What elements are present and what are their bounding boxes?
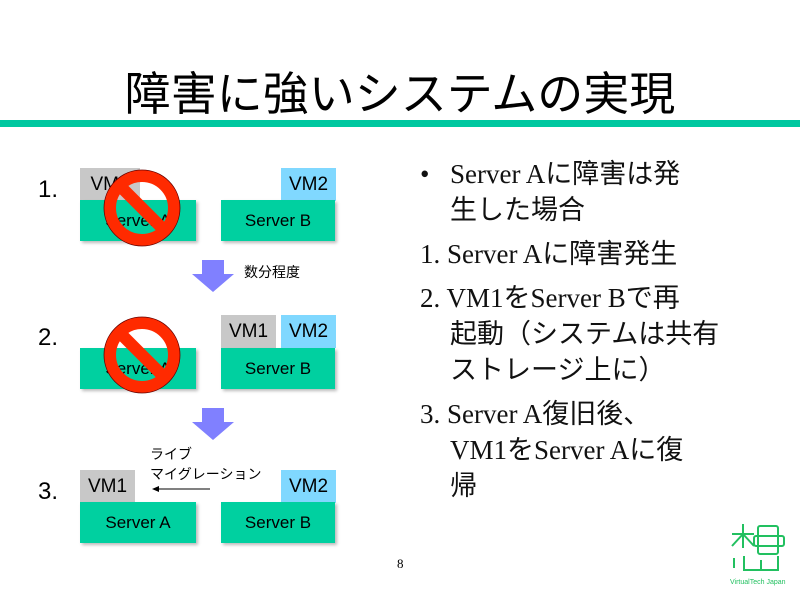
bullet-icon: •	[420, 159, 430, 189]
numbered-item: 2. VM1をServer Bで再	[420, 283, 680, 313]
title-divider	[0, 120, 800, 127]
numbered-item-cont: 起動（システムは共有	[450, 319, 720, 349]
vm1-box: VM1	[80, 470, 135, 503]
server-b-box: Server B	[221, 348, 335, 389]
migration-label: マイグレーション	[150, 466, 262, 482]
bullet-list: • Server Aに障害は発生した場合 1. Server Aに障害発生 2. …	[420, 156, 719, 504]
vm2-box: VM2	[281, 470, 336, 503]
bullet-text: 生した場合	[450, 195, 585, 225]
page-number: 8	[397, 556, 404, 571]
migration-label: ライブ	[150, 446, 192, 462]
virtualtech-logo: VirtualTech Japan	[730, 524, 786, 586]
server-b-box: Server B	[221, 502, 335, 543]
vm2-box: VM2	[281, 315, 336, 348]
slide-title: 障害に強いシステムの実現	[124, 67, 676, 121]
prohibited-icon	[103, 169, 181, 247]
numbered-item-cont: ストレージ上に）	[450, 355, 666, 385]
numbered-item: 3. Server A復旧後、	[420, 399, 651, 429]
svg-text:VirtualTech Japan: VirtualTech Japan	[730, 579, 786, 586]
step-number: 1.	[38, 176, 59, 203]
numbered-item: 1. Server Aに障害発生	[420, 239, 678, 269]
down-arrow-icon	[192, 260, 234, 292]
server-b-box: Server B	[221, 200, 335, 241]
step-number: 2.	[38, 324, 59, 351]
vm1-box: VM1	[221, 315, 276, 348]
down-arrow-icon	[192, 408, 234, 440]
step-number: 3.	[38, 478, 59, 505]
numbered-item-cont: 帰	[450, 471, 477, 501]
server-a-box: Server A	[80, 502, 196, 543]
prohibited-icon	[103, 316, 181, 394]
left-arrow-icon	[152, 486, 210, 492]
vm2-box: VM2	[281, 168, 336, 201]
numbered-item-cont: VM1をServer Aに復	[450, 435, 684, 465]
bullet-text: Server Aに障害は発	[450, 159, 681, 189]
downtime-label: 数分程度	[244, 264, 300, 280]
